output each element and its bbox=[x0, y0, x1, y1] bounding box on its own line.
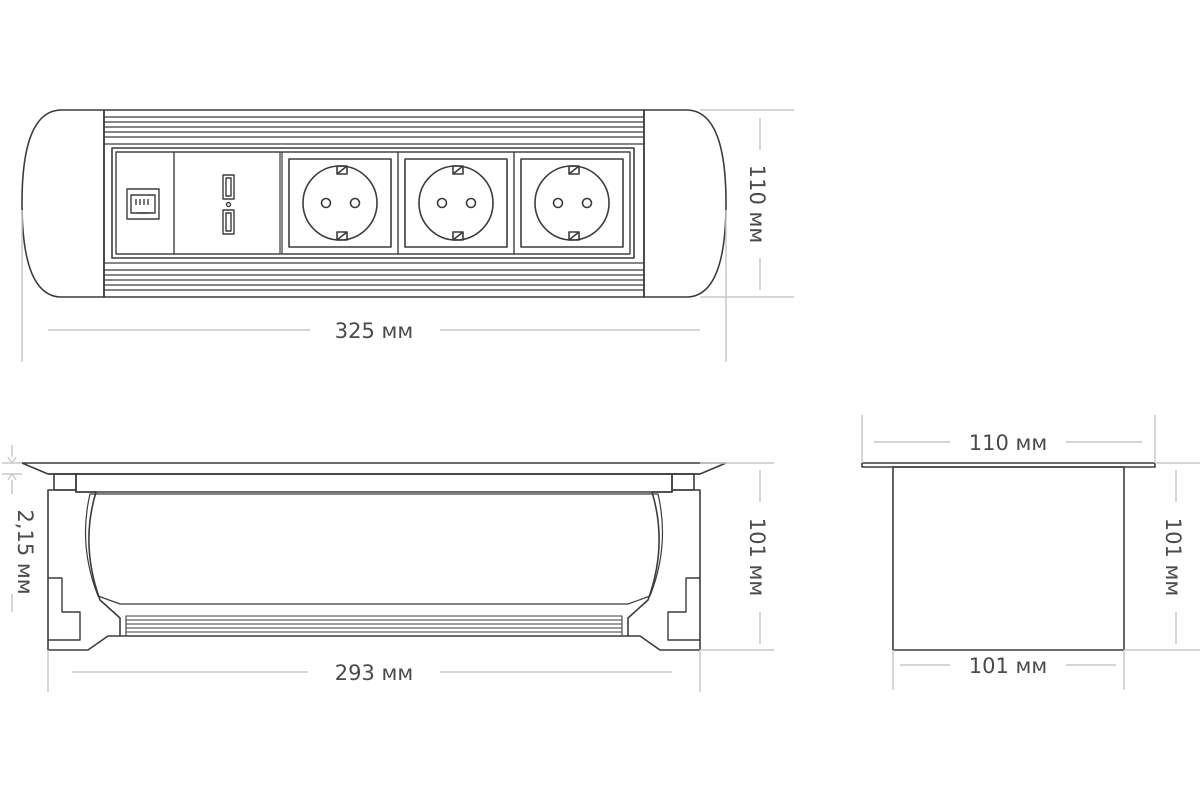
side-height-label: 101 мм bbox=[1161, 518, 1185, 596]
side-top-width-label: 110 мм bbox=[969, 431, 1047, 455]
side-bottom-width-label: 101 мм bbox=[969, 654, 1047, 678]
dimension-lines bbox=[2, 109, 1200, 692]
housing-body bbox=[103, 109, 645, 298]
power-socket-2 bbox=[397, 151, 515, 255]
socket-face-icon bbox=[302, 165, 378, 241]
rj45-module bbox=[115, 151, 175, 255]
network-port-icon bbox=[126, 188, 160, 220]
top-ribs bbox=[104, 116, 644, 145]
power-socket-1 bbox=[281, 151, 399, 255]
front-view bbox=[21, 462, 727, 651]
bottom-ribs bbox=[104, 262, 644, 291]
right-end-cap bbox=[643, 109, 727, 298]
top-height-label: 110 мм bbox=[745, 165, 769, 243]
front-height-label: 101 мм bbox=[745, 518, 769, 596]
usb-module bbox=[173, 151, 281, 255]
front-bottom-ribs bbox=[125, 615, 623, 637]
socket-face-icon bbox=[418, 165, 494, 241]
front-width-label: 293 мм bbox=[335, 661, 413, 685]
front-flange bbox=[21, 462, 727, 475]
side-view bbox=[861, 462, 1156, 651]
power-socket-3 bbox=[513, 151, 631, 255]
usb-port-icon bbox=[222, 174, 235, 235]
top-view bbox=[21, 109, 727, 298]
side-body bbox=[892, 466, 1125, 651]
left-end-cap bbox=[21, 109, 105, 298]
front-housing bbox=[47, 489, 701, 651]
flange-thickness-label: 2,15 мм bbox=[13, 509, 37, 594]
module-frame bbox=[111, 147, 635, 259]
top-width-label: 325 мм bbox=[335, 319, 413, 343]
socket-face-icon bbox=[534, 165, 610, 241]
